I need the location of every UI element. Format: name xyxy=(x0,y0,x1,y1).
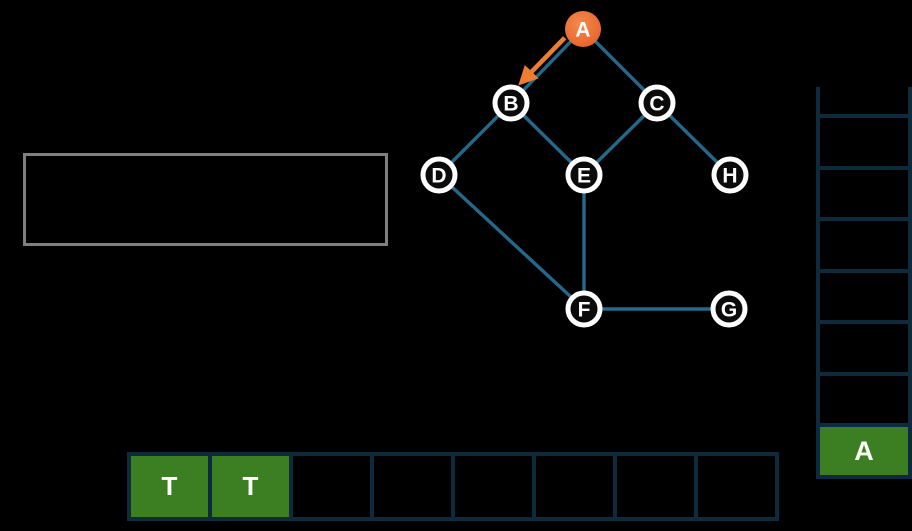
stack-cell-empty xyxy=(820,371,908,424)
graph-node-A: A xyxy=(565,11,601,47)
graph-node-B: B xyxy=(492,84,530,122)
visited-cell-empty xyxy=(617,456,698,517)
dfs-stack: A xyxy=(816,87,912,479)
visited-cell-empty xyxy=(293,456,374,517)
node-circle xyxy=(565,290,603,328)
traversal-arrow-line xyxy=(518,36,567,86)
traversal-arrow xyxy=(518,36,567,86)
node-label: H xyxy=(722,165,737,188)
stack-cell-empty xyxy=(820,165,908,218)
node-circle xyxy=(492,84,530,122)
stack-cell-empty xyxy=(820,114,908,166)
node-label: B xyxy=(503,93,518,116)
node-label: F xyxy=(578,299,591,322)
visited-cell-empty xyxy=(536,456,617,517)
node-label: C xyxy=(649,93,664,116)
stack-cell-empty xyxy=(820,217,908,269)
stack-cell-empty xyxy=(820,268,908,321)
graph-node-D: D xyxy=(420,156,458,194)
visited-cell-empty xyxy=(698,456,775,517)
graph-edge-D-F xyxy=(437,173,586,311)
graph-node-G: G xyxy=(710,290,748,328)
info-box xyxy=(23,153,388,246)
node-label: A xyxy=(575,19,590,42)
node-circle xyxy=(638,84,676,122)
node-circle xyxy=(565,156,603,194)
node-circle xyxy=(710,290,748,328)
stack-cell-empty xyxy=(820,320,908,372)
node-label: D xyxy=(431,165,446,188)
graph-node-F: F xyxy=(565,290,603,328)
active-node-circle xyxy=(565,11,601,47)
graph-node-H: H xyxy=(711,156,749,194)
node-circle xyxy=(420,156,458,194)
visited-cell-empty xyxy=(455,456,536,517)
stack-cell-filled: A xyxy=(820,423,908,476)
node-label: G xyxy=(721,299,737,322)
visited-cell-empty xyxy=(374,456,455,517)
node-circle xyxy=(711,156,749,194)
graph-node-C: C xyxy=(638,84,676,122)
graph-nodes: A B C D E H F G xyxy=(420,11,749,328)
visited-cell-true: T xyxy=(212,456,293,517)
visited-cell-true: T xyxy=(131,456,212,517)
graph-node-E: E xyxy=(565,156,603,194)
node-label: E xyxy=(577,165,591,188)
